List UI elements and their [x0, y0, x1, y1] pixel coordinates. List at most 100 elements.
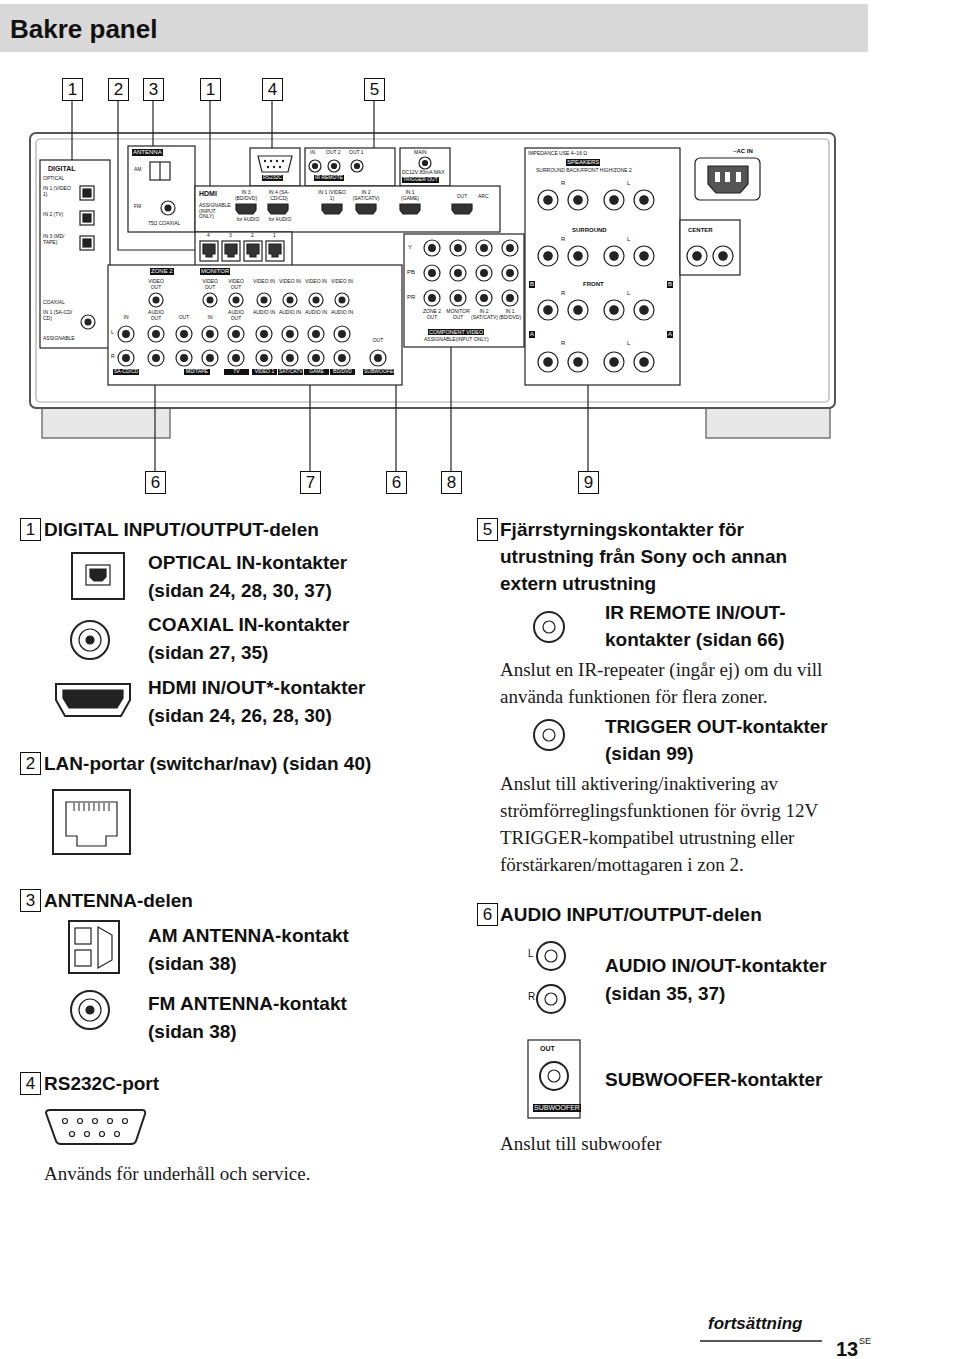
audio-jack-pin	[287, 355, 294, 362]
panel-label: R	[111, 354, 115, 360]
ir-jack-pin	[312, 163, 317, 168]
panel-label: DIGITAL	[48, 165, 75, 173]
audio-jack	[118, 350, 134, 366]
trigger-block	[400, 148, 450, 186]
speaker-terminal	[538, 190, 558, 210]
panel-label: L	[528, 948, 534, 959]
panel-label: RS232C	[262, 175, 283, 181]
optical-icon-port	[86, 565, 110, 585]
panel-label: PB	[407, 269, 415, 276]
optical-jack	[80, 211, 94, 225]
component-jack	[476, 290, 492, 306]
body-text: (sidan 38)	[148, 951, 237, 978]
callout-text: 6	[151, 474, 160, 491]
audio-jack	[228, 326, 244, 342]
callout-number: 3	[20, 889, 41, 912]
speaker-terminal	[568, 246, 588, 266]
audio-icon-jack	[537, 985, 565, 1013]
panel-label: OPTICAL	[43, 176, 64, 182]
video-jack	[203, 293, 217, 307]
hdmi-icon-socket	[63, 690, 123, 708]
panel-label: SUBWOOFER	[533, 1104, 581, 1112]
panel-label: IN 3 (MD/ TAPE)	[43, 234, 73, 245]
panel-label: 4	[207, 233, 210, 239]
audio-jack	[148, 326, 164, 342]
component-jack-pin	[481, 245, 488, 252]
component-jack-pin	[455, 270, 462, 277]
panel-label: COAXIAL	[43, 300, 65, 306]
body-text: Fjärrstyrningskontakter för utrustning f…	[500, 517, 835, 598]
rs232c-icon-pin	[123, 1119, 128, 1124]
speaker-terminal	[634, 246, 654, 266]
panel-label: B	[667, 281, 673, 288]
callout-text: 3	[26, 892, 35, 909]
audio-jack-pin	[123, 331, 130, 338]
am-icon	[69, 921, 119, 973]
hdmi-port	[322, 204, 342, 214]
panel-label: SPEAKERS	[566, 159, 600, 166]
lan-port	[244, 241, 262, 261]
audio-jack	[202, 350, 218, 366]
panel-label: TRIGGER OUT	[402, 177, 439, 183]
audio-jack	[256, 326, 272, 342]
rs232c-icon-pin	[70, 1132, 75, 1137]
coaxial-icon	[71, 621, 109, 659]
video-jack-pin	[339, 297, 345, 303]
panel-label: AUDIO IN	[252, 310, 276, 316]
speaker-terminal-pin	[574, 196, 582, 204]
lan-icon-contact	[104, 803, 105, 811]
ir-jack	[328, 160, 340, 172]
lan-icon	[53, 790, 130, 854]
lan-port	[200, 241, 218, 261]
speaker-terminal	[604, 352, 624, 372]
subwoofer-icon-jack	[540, 1062, 568, 1090]
panel-label: ASSIGNABLE (INPUT ONLY)	[199, 203, 231, 220]
audio-jack-pin	[339, 355, 346, 362]
body-text: Anslut till subwoofer	[500, 1131, 662, 1158]
panel-label: 1	[273, 233, 276, 239]
speaker-terminal-pin	[719, 252, 727, 260]
panel-label: ASSIGNABLE(INPUT ONLY)	[424, 337, 489, 343]
component-jack	[450, 290, 466, 306]
callout-text: 3	[149, 81, 158, 98]
audio-jack-pin	[261, 355, 268, 362]
panel-label: R	[528, 991, 535, 1002]
hdmi-port	[400, 204, 420, 214]
component-jack-pin	[429, 270, 436, 277]
callout-text: 1	[26, 521, 35, 538]
panel-label: IN	[120, 315, 132, 321]
panel-label: L	[627, 340, 630, 347]
ir-jack-pin	[354, 163, 359, 168]
panel-label: R	[561, 180, 565, 187]
hdmi-port	[236, 204, 256, 214]
body-text: DIGITAL INPUT/OUTPUT-delen	[44, 517, 319, 544]
panel-label: GAME	[304, 369, 329, 375]
body-text: AUDIO IN/OUT-kontakter	[605, 953, 827, 980]
panel-label: ARC	[478, 194, 489, 200]
panel-label: IN 1 (VIDEO 1)	[318, 190, 346, 201]
speaker-terminal	[634, 352, 654, 372]
leader-line	[395, 385, 396, 471]
subwoofer-jack	[370, 350, 386, 366]
panel-label: L	[627, 290, 630, 297]
leader-line	[587, 385, 588, 471]
callout-number: 5	[477, 518, 498, 541]
speaker-terminal-pin	[544, 252, 552, 260]
am-icon-clip	[98, 927, 112, 968]
page-footer: fortsättning	[708, 1312, 802, 1336]
panel-label: FRONT	[583, 281, 604, 288]
panel-label: SURROUND BACK/FRONT HIGH/ZONE 2	[536, 168, 632, 174]
body-text: (sidan 24, 28, 30, 37)	[148, 578, 332, 605]
audio-jack	[282, 326, 298, 342]
audio-jack-pin	[181, 331, 188, 338]
panel-label: VIDEO OUT	[198, 279, 222, 290]
lan-icon-contact	[79, 803, 80, 811]
audio-video-block	[108, 265, 402, 385]
panel-label: OUT	[371, 338, 385, 344]
coaxial-jack	[81, 315, 95, 329]
component-jack-pin	[429, 245, 436, 252]
trigger-jack	[419, 157, 431, 169]
optical-jack	[80, 186, 94, 200]
rs232c-pin	[264, 160, 266, 162]
